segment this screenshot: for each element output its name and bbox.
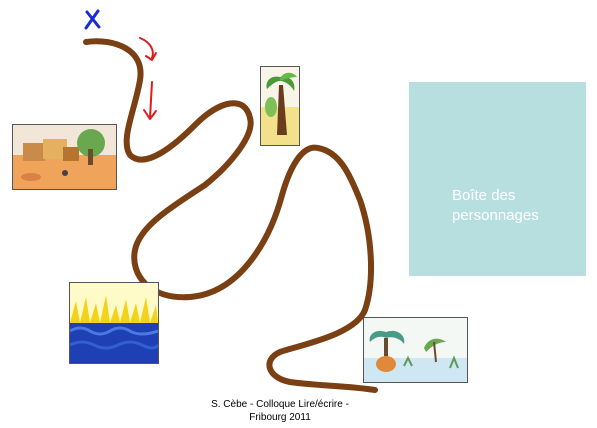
characters-box-label-line1: Boîte des [452, 187, 516, 204]
slide-footer: S. Cèbe - Colloque Lire/écrire - Fribour… [180, 398, 380, 424]
village-scene-image [12, 124, 117, 190]
characters-box-label: Boîte des personnages [452, 186, 572, 226]
characters-box-label-line2: personnages [452, 207, 539, 224]
direction-arrow-icon [139, 37, 157, 120]
oasis-scene-image [363, 317, 468, 383]
palm-tree-scene-image [260, 66, 300, 146]
footer-line1: S. Cèbe - Colloque Lire/écrire - [211, 399, 349, 410]
wheat-field-scene-image [69, 282, 159, 364]
start-cross-icon [84, 9, 101, 30]
characters-box[interactable]: Boîte des personnages [409, 82, 586, 276]
story-path [83, 38, 378, 393]
footer-line2: Fribourg 2011 [249, 412, 311, 423]
